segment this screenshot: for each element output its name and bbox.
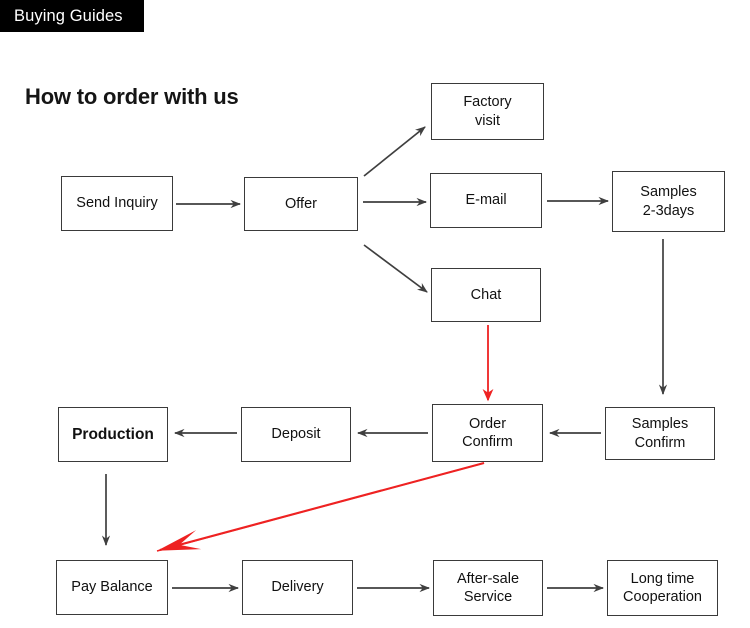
flow-node-label: E-mail [465, 192, 507, 209]
flow-node-label: Offer [285, 195, 317, 212]
page-title: How to order with us [25, 84, 239, 109]
flow-node-label: Production [72, 425, 154, 443]
flow-node-label: Samples 2-3days [640, 184, 697, 219]
flow-node-factory-visit[interactable]: Factory visit [431, 83, 544, 140]
flow-node-label: After-sale Service [456, 570, 520, 605]
flow-node-label: Chat [470, 286, 502, 303]
edge-order-confirm-to-pay-balance [156, 461, 485, 552]
flow-node-label: Send Inquiry [76, 195, 158, 212]
flow-node-chat[interactable]: Chat [431, 268, 541, 322]
flow-node-e-mail[interactable]: E-mail [430, 173, 542, 228]
flow-node-order-confirm[interactable]: Order Confirm [432, 404, 543, 462]
flow-node-samples-confirm[interactable]: Samples Confirm [605, 407, 715, 460]
flow-node-production[interactable]: Production [58, 407, 168, 462]
edge-offer-to-factory-visit [363, 126, 426, 177]
flow-node-label: Delivery [271, 579, 324, 596]
flow-node-after-sale-service[interactable]: After-sale Service [433, 560, 543, 616]
flow-node-delivery[interactable]: Delivery [242, 560, 353, 615]
flow-node-deposit[interactable]: Deposit [241, 407, 351, 462]
buying-guides-label: Buying Guides [14, 6, 123, 25]
flow-node-label: Factory visit [463, 94, 512, 129]
flow-node-label: Samples Confirm [631, 416, 689, 451]
flow-node-label: Long time Cooperation [623, 570, 702, 605]
flow-node-label: Deposit [271, 426, 321, 443]
buying-guides-badge: Buying Guides [0, 0, 144, 32]
flow-node-long-time-coop[interactable]: Long time Cooperation [607, 560, 718, 616]
flow-node-offer[interactable]: Offer [244, 177, 358, 231]
flow-node-pay-balance[interactable]: Pay Balance [56, 560, 168, 615]
flow-node-send-inquiry[interactable]: Send Inquiry [61, 176, 173, 231]
flow-node-label: Pay Balance [71, 579, 153, 596]
flow-node-samples-2-3days[interactable]: Samples 2-3days [612, 171, 725, 232]
flow-node-label: Order Confirm [462, 415, 513, 450]
edge-offer-to-chat [363, 244, 428, 293]
